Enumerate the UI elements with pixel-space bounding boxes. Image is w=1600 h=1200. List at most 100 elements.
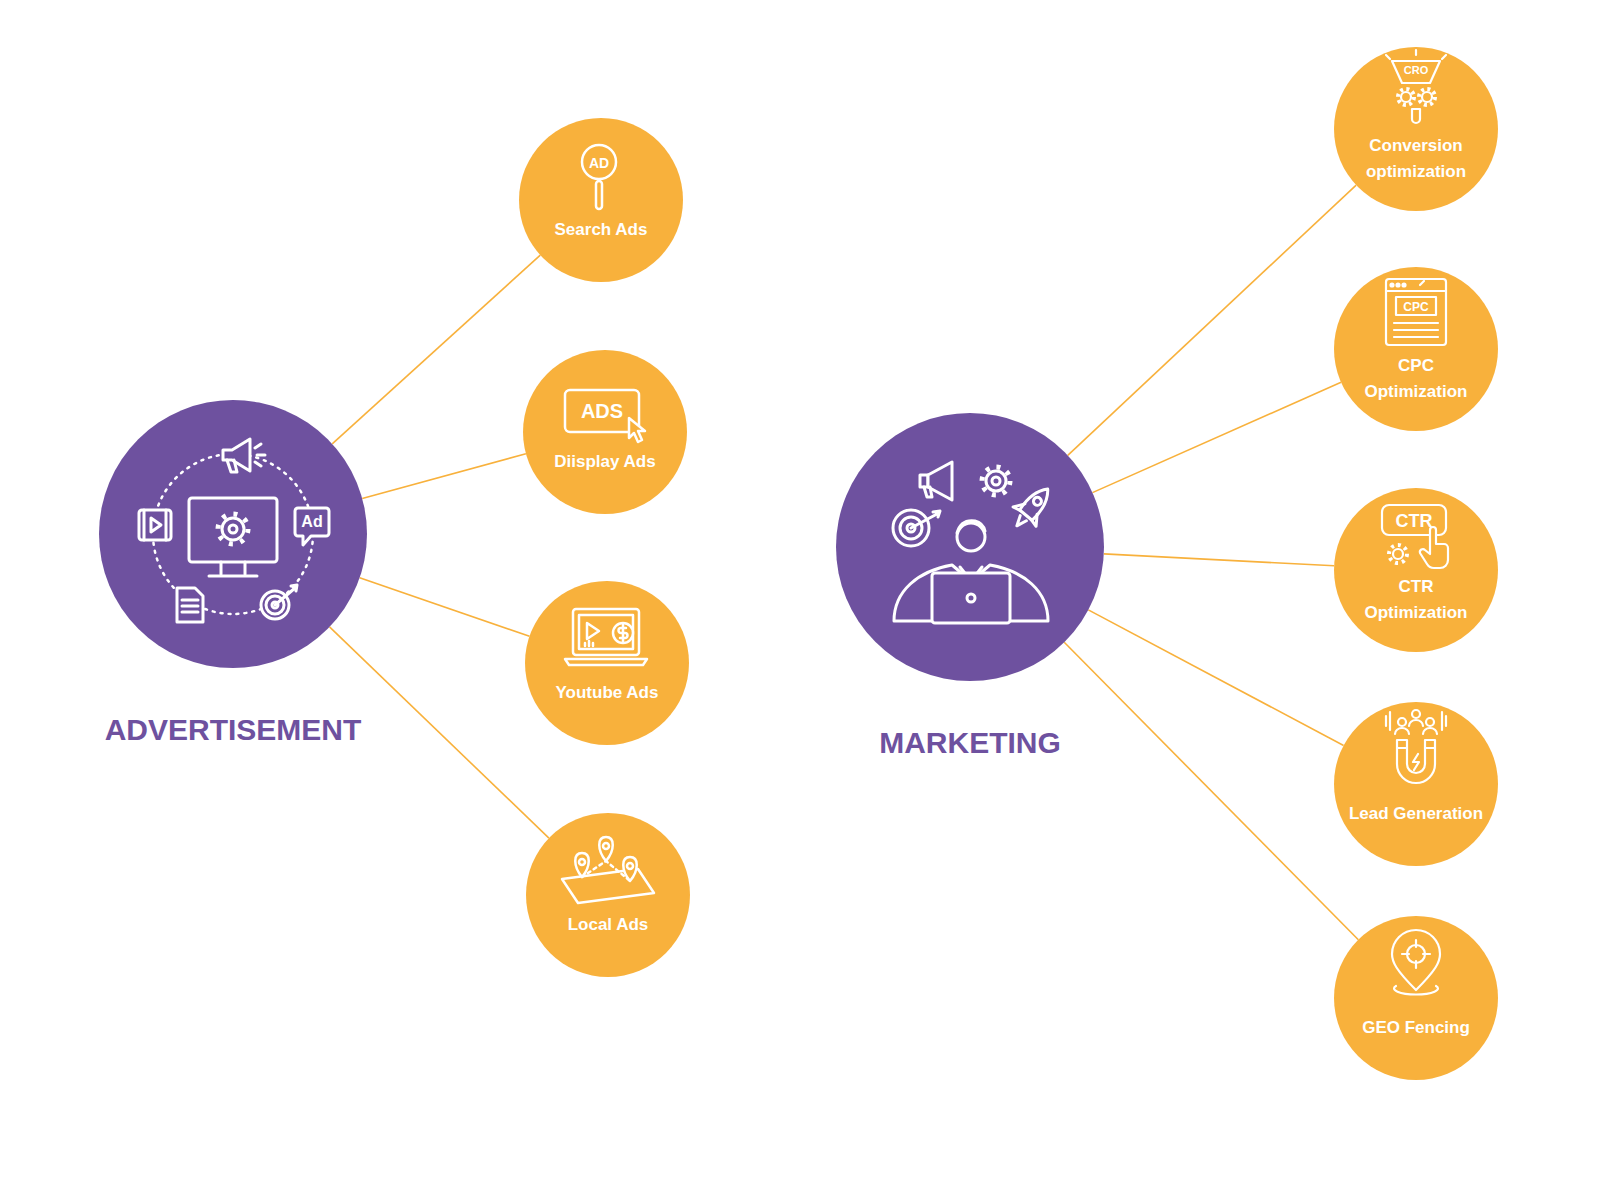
icon-stroke [218,514,248,544]
icon-stroke [1398,89,1414,105]
connector-line [362,454,526,499]
icon-stroke [1393,549,1403,559]
service-label: CPC Optimization [1348,353,1484,404]
connector-line [1104,554,1334,566]
geo-fence-icon [1334,916,1498,1080]
icon-text: CTR [1396,512,1433,530]
icon-stroke [575,853,589,877]
connector-line [1068,185,1356,455]
icon-stroke [222,518,244,540]
icon-stroke [139,510,171,540]
icon-stroke [275,585,297,605]
icon-stroke [596,181,602,209]
icon-stroke [613,623,633,643]
icon-stroke [579,615,633,649]
icon-stroke [1395,728,1409,734]
icon-stroke [623,857,637,881]
service-circle: Lead Generation [1334,702,1498,866]
icon-stroke [229,525,237,533]
icon-stroke [1412,710,1420,718]
advertising-illustration [99,400,367,668]
icon-stroke [1423,728,1437,734]
service-circle: GEO Fencing [1334,916,1498,1080]
icon-stroke [1386,712,1446,730]
icon-stroke [1413,754,1419,770]
category-circle: MARKETING [836,413,1104,681]
icon-text: AD [589,156,609,170]
cpc-icon [1334,267,1498,431]
icon-stroke [957,521,985,533]
icon-text: ADS [581,401,623,421]
service-circle: CTR CTR Optimization [1334,488,1498,652]
category-heading: MARKETING [879,725,1061,761]
icon-stroke [599,837,613,861]
icon-stroke [924,487,932,497]
service-label: GEO Fencing [1348,1015,1484,1041]
icon-stroke [565,659,647,665]
connector-line [1092,382,1341,492]
icon-stroke [1412,109,1420,123]
icon-text: CRO [1404,65,1428,76]
icon-stroke [1397,740,1435,783]
icon-stroke [992,477,1000,485]
icon-stroke [582,145,616,179]
service-label: Conversion optimization [1348,133,1484,184]
icon-stroke [223,439,250,471]
icon-stroke [1386,281,1446,291]
icon-stroke [579,859,585,865]
marketer-illustration [836,413,1104,681]
icon-stroke [1402,940,1430,968]
connector-line [1088,610,1343,746]
service-label: Search Ads [533,217,669,243]
icon-stroke [1396,297,1436,315]
icon-stroke [629,418,645,442]
icon-stroke [1386,279,1446,345]
icon-stroke [623,857,637,881]
icon-stroke [1420,527,1448,568]
icon-stroke [1426,718,1434,726]
icon-stroke [255,444,265,466]
service-circle: ADSDiisplay Ads [523,350,687,514]
icon-stroke [1398,718,1406,726]
category-circle: AdADVERTISEMENT [99,400,367,668]
icon-stroke [1403,284,1406,287]
icon-stroke [1397,747,1435,749]
connector-line [332,255,540,444]
service-label: Local Ads [540,912,676,938]
icon-stroke [182,600,198,612]
icon-stroke [986,471,1006,491]
service-circle: Local Ads [526,813,690,977]
service-circle: CPC CPC Optimization [1334,267,1498,431]
icon-stroke [1397,284,1400,287]
icon-stroke [587,623,599,639]
icon-stroke [1392,930,1440,990]
map-pins-icon [526,813,690,977]
icon-stroke [1401,92,1411,102]
icon-stroke [603,843,609,849]
icon-stroke [585,641,593,646]
icon-stroke [144,510,166,540]
icon-stroke [599,837,613,861]
icon-stroke [1409,720,1423,726]
icon-stroke [1392,61,1440,83]
category-heading: ADVERTISEMENT [105,712,362,748]
icon-text: CPC [1403,301,1428,313]
icon-stroke [209,562,257,576]
icon-stroke [1005,479,1059,535]
lead-magnet-icon [1334,702,1498,866]
search-icon [519,118,683,282]
icon-stroke [1394,323,1438,337]
icon-stroke [1389,545,1407,563]
video-laptop-icon [525,581,689,745]
icon-stroke [982,467,1010,495]
connector-line [330,627,549,838]
icon-stroke [575,853,589,877]
service-circle: Youtube Ads [525,581,689,745]
connector-line [1064,642,1358,939]
service-label: CTR Optimization [1348,574,1484,625]
service-circle: AD Search Ads [519,118,683,282]
icon-stroke [1386,50,1446,59]
icon-stroke [967,594,975,602]
icon-stroke [627,863,633,869]
